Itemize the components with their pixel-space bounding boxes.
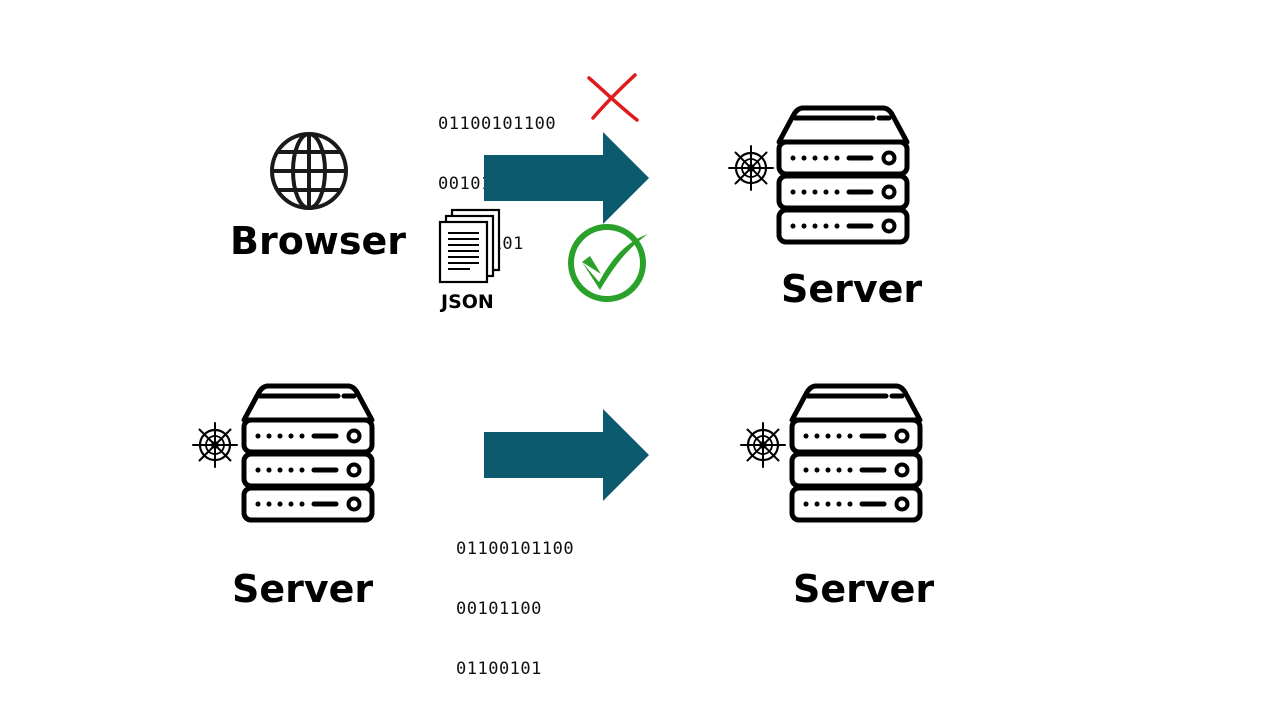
binary-line: 01100101 — [456, 659, 542, 679]
server-label: Server — [232, 567, 374, 611]
helm-icon — [191, 421, 239, 469]
cross-icon — [585, 72, 641, 124]
document-icon — [436, 207, 504, 285]
check-icon — [566, 224, 650, 304]
server-icon — [773, 106, 915, 248]
binary-line: 01100101100 — [438, 114, 557, 134]
json-label: JSON — [441, 291, 494, 313]
server-icon — [238, 384, 380, 526]
server-icon — [786, 384, 928, 526]
binary-line: 01100101100 — [456, 539, 575, 559]
binary-payload: 01100101100 00101100 01100101 — [456, 499, 574, 699]
server-label: Server — [793, 567, 935, 611]
binary-line: 00101100 — [456, 599, 542, 619]
arrow-top — [484, 132, 650, 224]
globe-icon — [268, 130, 350, 212]
server-label: Server — [781, 267, 923, 311]
arrow-bottom — [484, 409, 650, 501]
browser-label: Browser — [230, 219, 407, 263]
helm-icon — [739, 421, 787, 469]
helm-icon — [727, 144, 775, 192]
